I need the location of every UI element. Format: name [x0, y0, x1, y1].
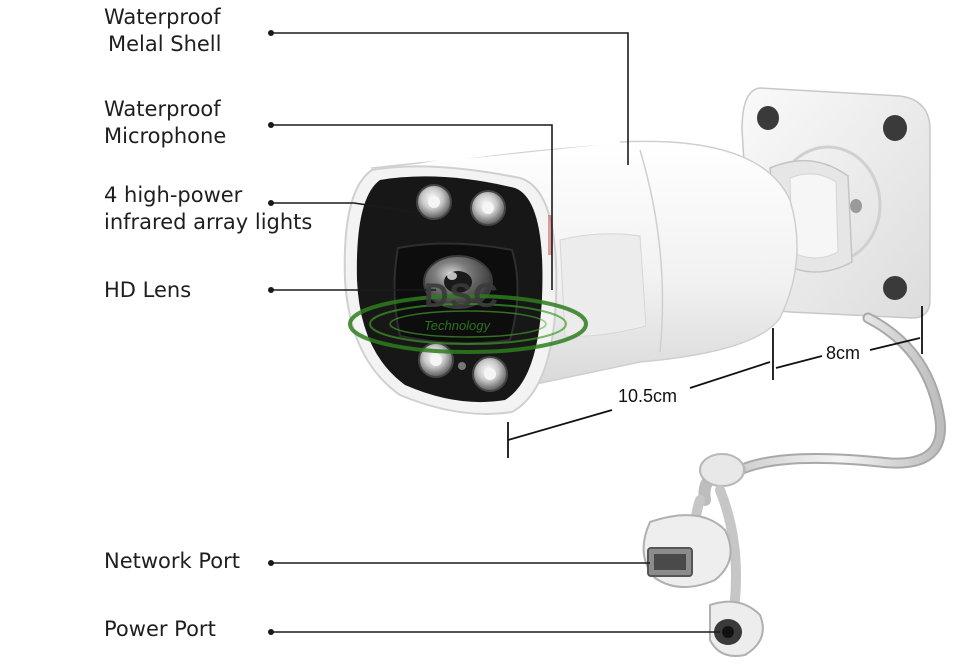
leader-lines	[271, 32, 720, 633]
leader-dots	[268, 30, 274, 635]
dsc-logo	[348, 294, 588, 354]
leader-ir-lights	[271, 202, 421, 214]
label-shell-line1: Waterproof	[104, 5, 221, 29]
logo-tagline: Technology	[424, 318, 491, 333]
leader-microphone	[271, 124, 553, 290]
logo-brand: DSC	[424, 277, 499, 315]
microphone-slot	[548, 215, 552, 255]
dimension-height: 8cm	[826, 343, 861, 363]
label-mic-line1: Waterproof	[104, 97, 221, 121]
network-port-connector	[642, 514, 732, 589]
height-line-left	[775, 355, 823, 369]
dimension-length: 10.5cm	[618, 386, 678, 406]
dimension-lines	[507, 306, 923, 458]
height-line-right	[869, 337, 921, 351]
length-line-right	[689, 361, 771, 389]
label-ir-line1: 4 high-power	[104, 183, 243, 207]
label-network-port: Network Port	[104, 549, 240, 573]
cable-assembly	[690, 312, 946, 605]
infrared-array-lights	[416, 184, 508, 392]
leader-shell	[271, 32, 629, 165]
label-power-port: Power Port	[104, 617, 216, 641]
label-ir-line2: infrared array lights	[104, 210, 313, 234]
length-line-left	[507, 409, 613, 441]
power-port-connector	[709, 600, 764, 657]
label-mic-line2: Microphone	[104, 124, 227, 148]
label-lens: HD Lens	[104, 278, 192, 302]
label-shell-line2: Melal Shell	[108, 32, 222, 56]
